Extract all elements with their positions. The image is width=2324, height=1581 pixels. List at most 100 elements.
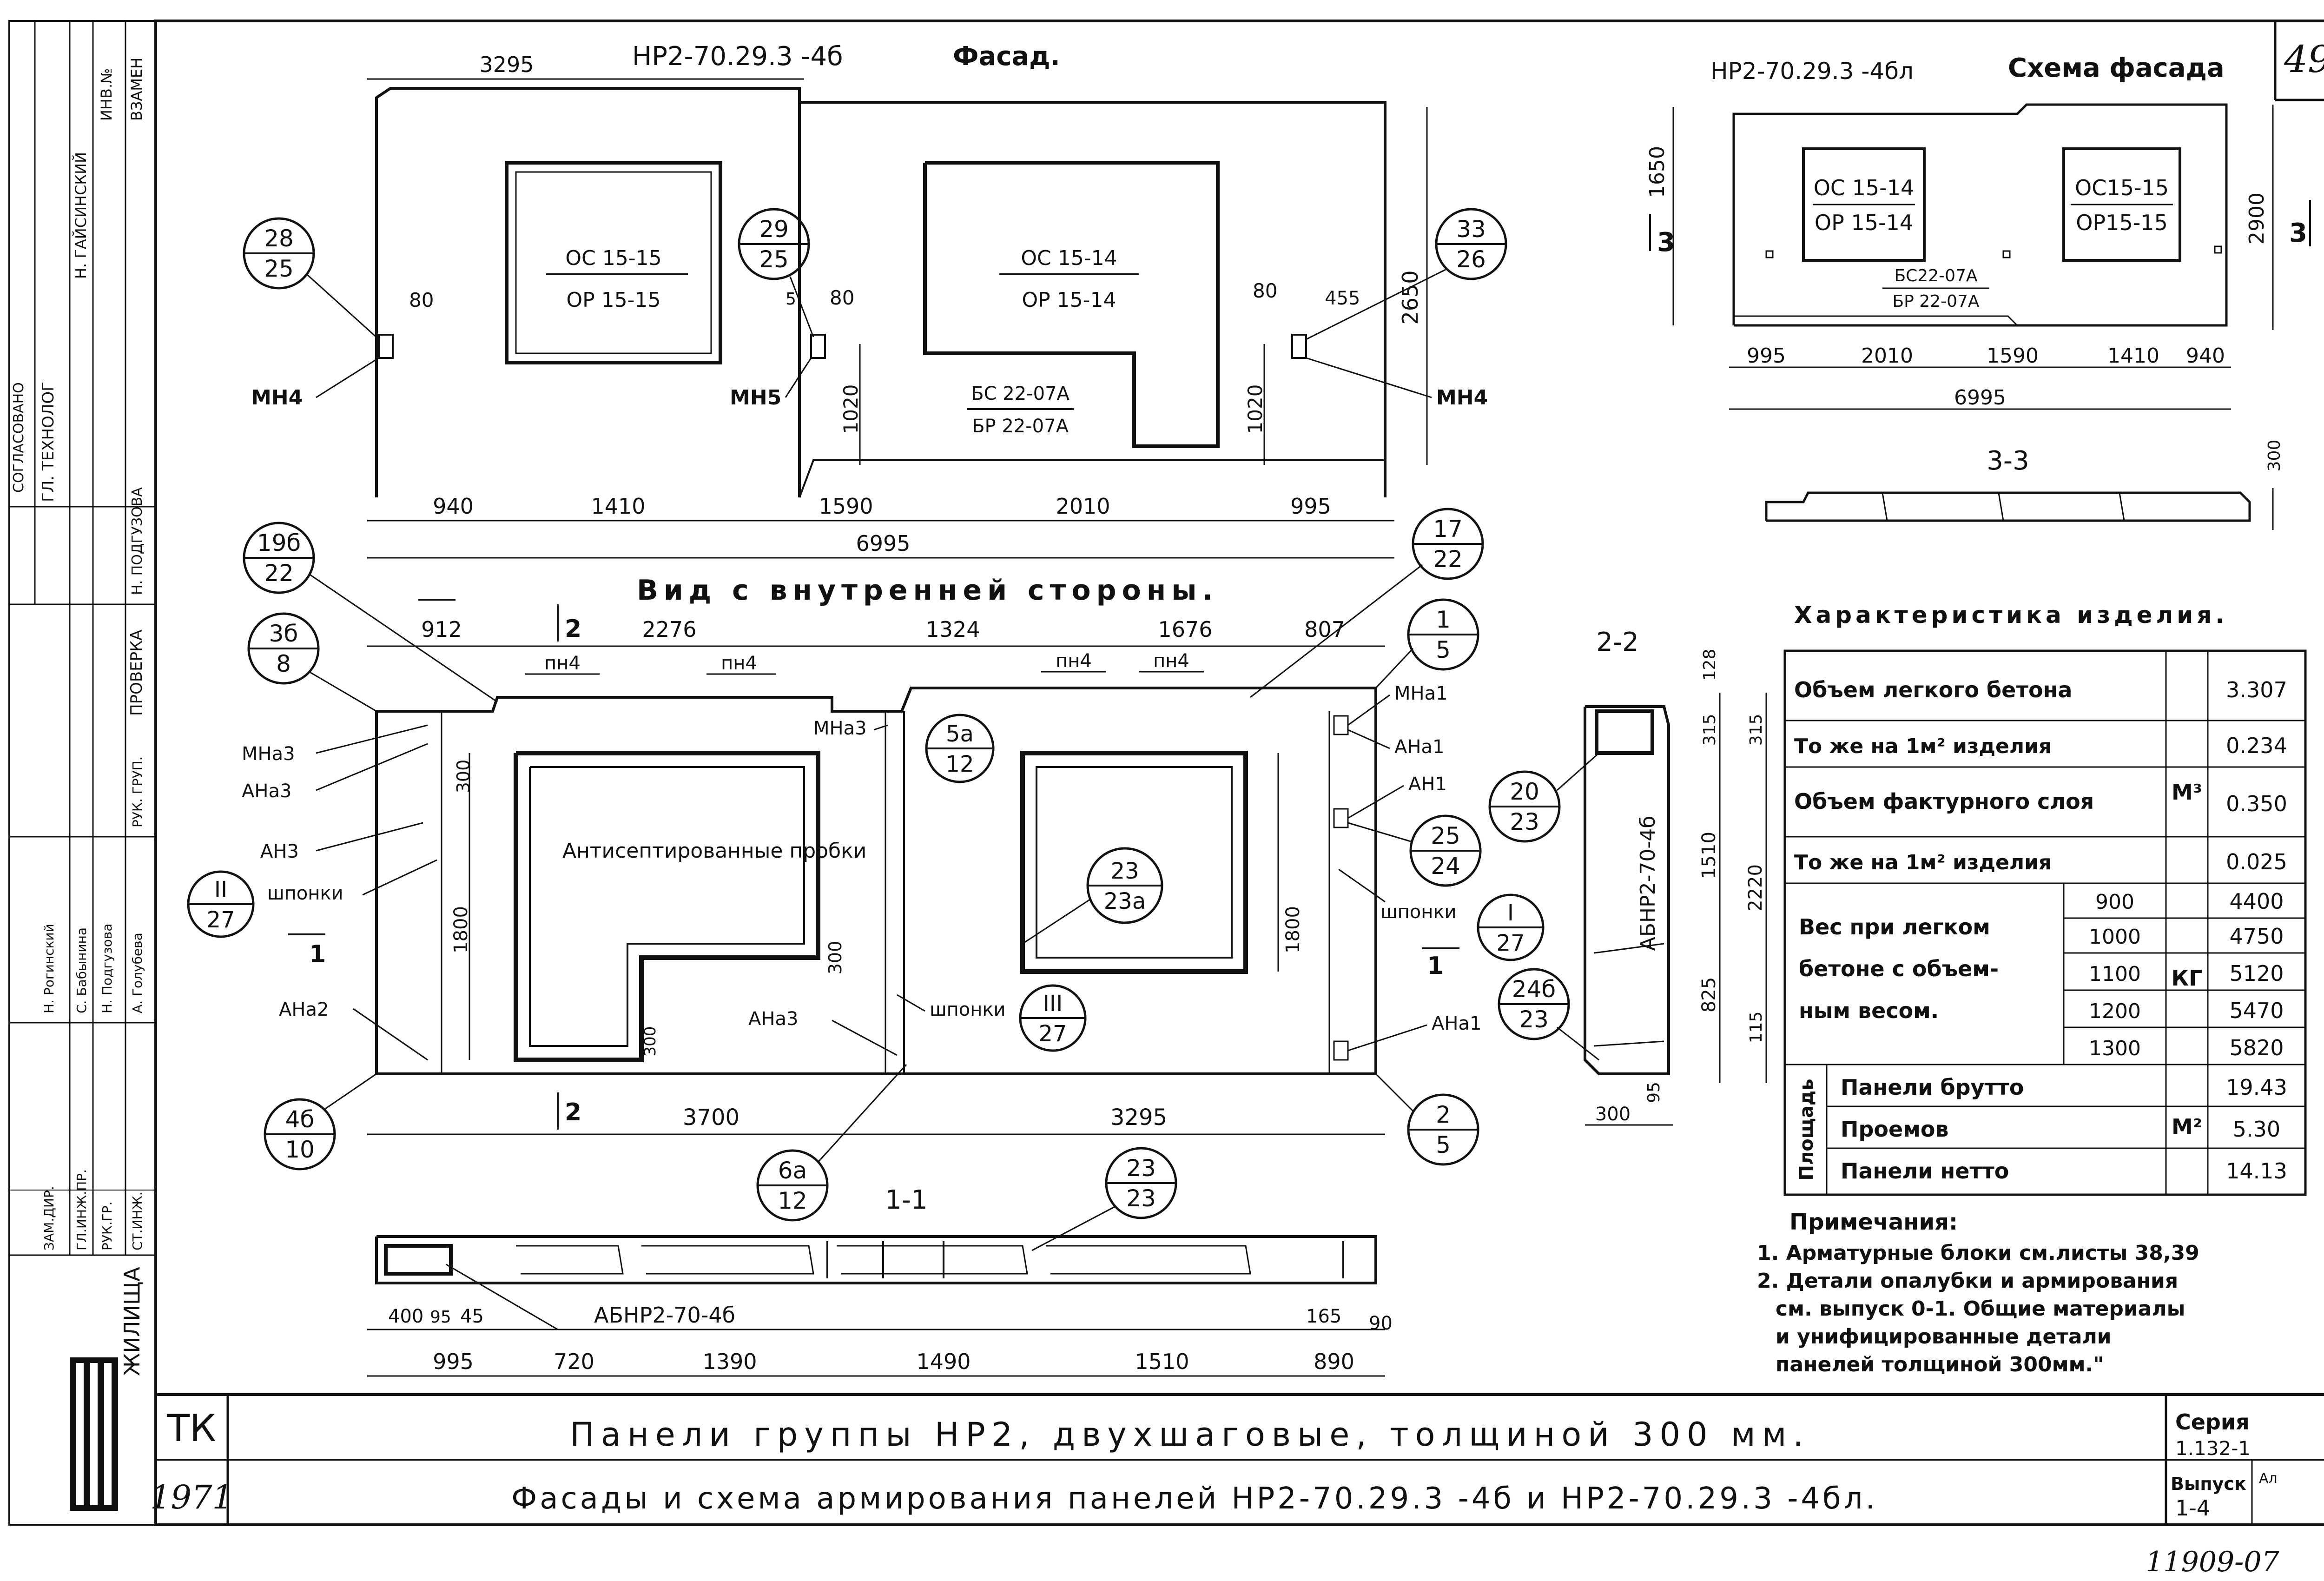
- callout-20-bottom: 23: [1510, 808, 1539, 835]
- callout-23b-top: 23: [1126, 1155, 1156, 1182]
- facade-panel: [375, 87, 1386, 498]
- inner-plugs: Антисептированные пробки: [562, 839, 866, 863]
- org-side-label: ЖИЛИЩА: [119, 1267, 145, 1376]
- char-density-5: 1300: [2089, 1037, 2141, 1060]
- section11-title: 1-1: [885, 1185, 927, 1215]
- inner-dim-top-1: 912: [421, 617, 462, 642]
- facade-door-bottom: БР 22-07А: [972, 416, 1069, 437]
- callout-17-22: [1250, 508, 1484, 698]
- char-area-2-value: 5.30: [2233, 1117, 2280, 1142]
- char-weight-4: 5470: [2229, 998, 2284, 1023]
- char-density-4: 1200: [2089, 999, 2141, 1023]
- scheme-heading2: Схема фасада: [2008, 53, 2225, 83]
- scheme-dim-5: 940: [2186, 344, 2225, 368]
- scheme-dimensions: [1672, 105, 2274, 410]
- section22-dim-6: 825: [1698, 977, 1720, 1012]
- section22-dim-2: 315: [1700, 714, 1719, 746]
- section11-dim-90: 90: [1369, 1313, 1393, 1334]
- note-line-1: 1. Арматурные блоки см.листы 38,39: [1757, 1241, 2199, 1265]
- callout-II-27: [187, 870, 255, 938]
- char-weight-2: 4750: [2229, 924, 2284, 949]
- stamp-approval: СОГЛАСОВАНО: [11, 382, 27, 493]
- char-weight-3: 5120: [2229, 961, 2284, 986]
- facade-height: 2650: [1398, 270, 1423, 324]
- char-table-grid: [1783, 649, 2307, 1196]
- char-weight-1: 4400: [2229, 889, 2284, 914]
- notes-title: Примечания:: [1789, 1209, 1958, 1235]
- inner-right-label-3: АН1: [1408, 774, 1447, 795]
- title-year: 1971: [150, 1478, 233, 1516]
- inner-dim-top-2: 2276: [642, 617, 696, 642]
- section11-dim-3: 1390: [702, 1349, 757, 1374]
- stamp-mid-name-3: Н. Подгузова: [99, 924, 115, 1013]
- char-weight-label-3: ным весом.: [1799, 998, 1939, 1023]
- callout-29-top: 29: [759, 216, 789, 243]
- inner-right-label-1: МНа1: [1394, 683, 1448, 704]
- inner-right-label-2: АНа1: [1394, 736, 1444, 758]
- callout-III-27: [1019, 984, 1087, 1052]
- section-3-3: [1765, 488, 2274, 530]
- inner-dim-300a: 300: [453, 760, 474, 794]
- stamp-check-name: Н. ПОДГУЗОВА: [129, 487, 145, 595]
- section22-dim-7: 115: [1747, 1012, 1766, 1044]
- callout-23-23a: [1022, 847, 1163, 945]
- inner-dim-top-3: 1324: [925, 617, 980, 642]
- stamp-row-4: ВЗАМЕН: [128, 58, 145, 121]
- callout-2-top: 2: [1436, 1101, 1451, 1128]
- mark-mn5: МН5: [730, 386, 781, 410]
- stamp-row-1: ГЛ. ТЕХНОЛОГ: [39, 382, 58, 502]
- callout-3b-top: 3б: [269, 620, 298, 647]
- callout-20-top: 20: [1510, 778, 1539, 805]
- issue-value: 1-4: [2175, 1495, 2210, 1521]
- callout-20-23: [1488, 752, 1599, 843]
- inner-left-label-3: АН3: [260, 841, 299, 862]
- callout-19b-top: 19б: [257, 529, 301, 556]
- char-area-3-label: Панели нетто: [1841, 1158, 2009, 1184]
- char-unit-area: М²: [2172, 1114, 2202, 1139]
- facade-dimensions: [367, 78, 1428, 559]
- inner-ana3-mid: АНа3: [748, 1008, 798, 1030]
- facade-dim-5: 995: [1290, 494, 1331, 519]
- callout-33-26: [1306, 208, 1507, 340]
- left-stamp: [8, 20, 157, 1526]
- callout-I-27: [1477, 893, 1545, 961]
- char-density-3: 1100: [2089, 962, 2141, 986]
- scheme-section-title: 3-3: [1987, 446, 2029, 476]
- facade-opening1-top: ОС 15-15: [565, 246, 661, 270]
- char-row-3-label: Объем фактурного слоя: [1794, 789, 2094, 814]
- note-line-5: панелей толщиной 300мм.": [1776, 1353, 2104, 1376]
- facade-dim-1020b: 1020: [1244, 384, 1267, 434]
- inner-left-label-5: АНа2: [279, 999, 329, 1020]
- stamp-mid-name-1: Н. Рогинский: [41, 924, 57, 1013]
- facade-dim-1: 940: [433, 494, 474, 519]
- char-area-2-label: Проемов: [1841, 1117, 1949, 1142]
- callout-29-bottom: 25: [759, 246, 789, 273]
- section22-dim-8: 95: [1644, 1082, 1664, 1103]
- facade-dim-455: 455: [1325, 288, 1360, 309]
- inner-heading: Вид с внутренней стороны.: [637, 574, 1218, 607]
- callout-19b-bottom: 22: [264, 560, 294, 587]
- callout-23b-bottom: 23: [1126, 1185, 1156, 1212]
- inner-left-label-4: шпонки: [267, 883, 343, 904]
- char-density-1: 900: [2095, 890, 2134, 914]
- inner-left-label-1: МНа3: [242, 743, 295, 765]
- char-title: Характеристика изделия.: [1794, 602, 2228, 628]
- scheme-dim-1: 995: [1747, 344, 1786, 368]
- inner-right-label-4: шпонки: [1380, 901, 1457, 923]
- char-weight-label-1: Вес при легком: [1799, 914, 1990, 939]
- callout-II-bottom: 27: [206, 907, 235, 933]
- callout-4b-bottom: 10: [285, 1136, 315, 1163]
- stamp-check-label: ПРОВЕРКА: [127, 629, 146, 716]
- facade-dim-top: 3295: [479, 52, 534, 77]
- callout-II-top: II: [214, 877, 227, 903]
- callout-17-top: 17: [1433, 516, 1463, 542]
- stamp-mid-role-4: СТ.ИНЖ.: [130, 1191, 145, 1250]
- callout-24b-23: [1498, 968, 1599, 1061]
- inner-dim-300b: 300: [825, 941, 845, 975]
- inner-section-left: 1: [309, 940, 326, 968]
- series-label: Серия: [2175, 1409, 2250, 1435]
- issue-corner: Ал: [2259, 1470, 2278, 1487]
- callout-23-23: [1031, 1147, 1177, 1251]
- scheme-section-right: 3: [2289, 218, 2307, 248]
- section11-dim-165: 165: [1306, 1306, 1341, 1327]
